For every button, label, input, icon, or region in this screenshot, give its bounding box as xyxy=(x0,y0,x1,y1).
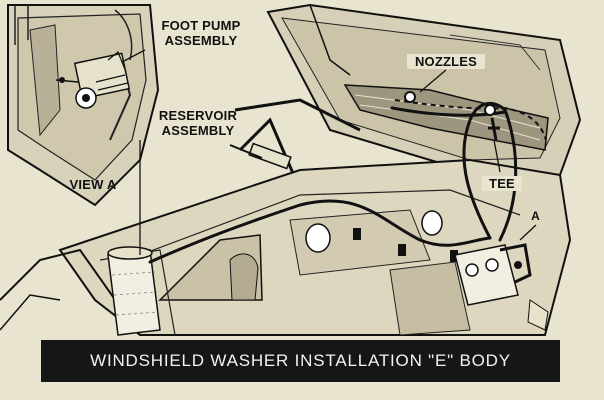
nozzles-label: NOZZLES xyxy=(407,54,485,69)
reservoir-label-line-1: RESERVOIR xyxy=(158,108,238,123)
nozzles-label-text: NOZZLES xyxy=(414,54,478,69)
reservoir-drawing xyxy=(107,246,161,336)
view-a-label-text: VIEW A xyxy=(69,177,117,192)
tee-label-text: TEE xyxy=(489,176,515,191)
tee-label: TEE xyxy=(482,176,522,191)
master-cylinder xyxy=(454,243,532,306)
hood-drawing xyxy=(266,3,582,177)
reservoir-label: RESERVOIR ASSEMBLY xyxy=(148,108,248,138)
foot-pump-label-line-1: FOOT PUMP xyxy=(161,18,241,33)
callout-a-marker: A xyxy=(531,209,540,223)
engine-compartment xyxy=(0,158,572,336)
view-a-label: VIEW A xyxy=(60,177,126,192)
foot-pump-drawing xyxy=(55,51,131,109)
tee-fitting xyxy=(488,117,500,141)
reservoir-label-line-2: ASSEMBLY xyxy=(161,123,235,138)
hood-hinge xyxy=(229,98,361,179)
foot-pump-label: FOOT PUMP ASSEMBLY xyxy=(145,18,257,48)
caption-text: WINDSHIELD WASHER INSTALLATION "E" BODY xyxy=(90,351,511,370)
hose-clips xyxy=(353,228,458,262)
leader-lines xyxy=(121,49,537,255)
nozzles-drawing xyxy=(404,91,496,116)
foot-pump-label-line-2: ASSEMBLY xyxy=(164,33,238,48)
caption-bar: WINDSHIELD WASHER INSTALLATION "E" BODY xyxy=(41,340,560,382)
nozzle-hose-dashes xyxy=(394,99,547,141)
